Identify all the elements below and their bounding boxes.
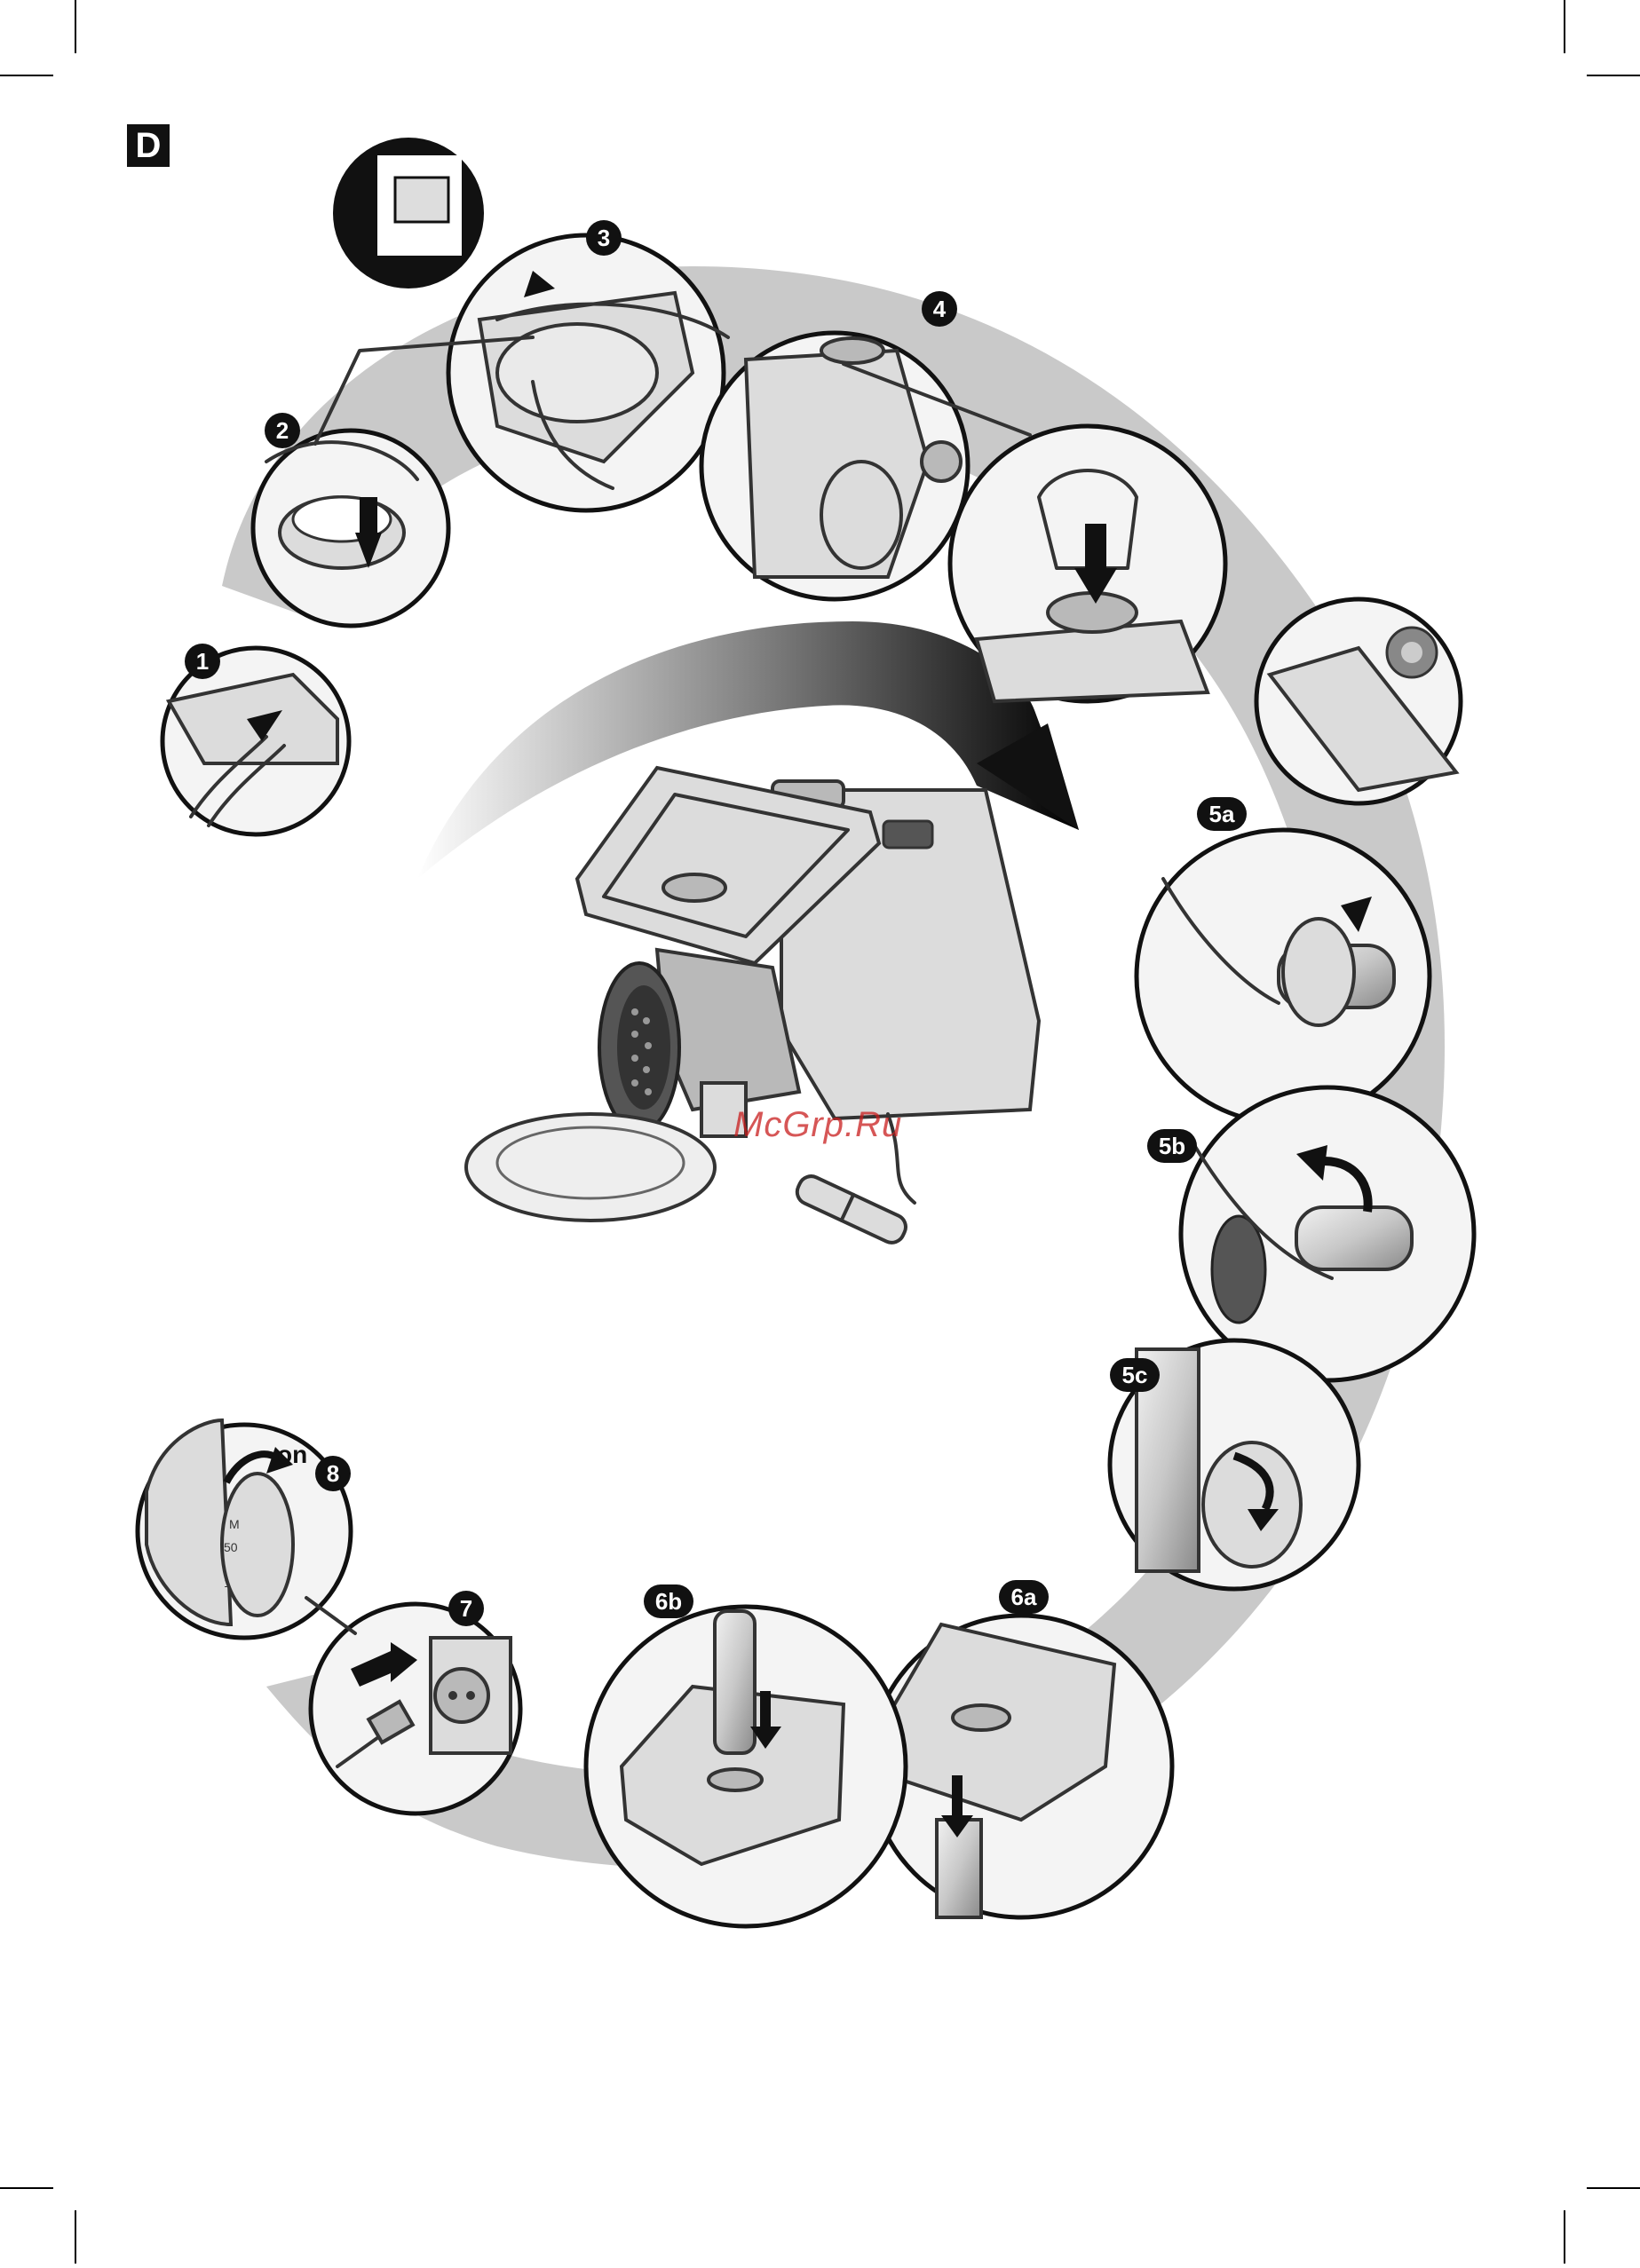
step-6b-illustration bbox=[586, 1607, 906, 1926]
step-badge-6b: 6b bbox=[644, 1584, 693, 1618]
step-badge-5a: 5a bbox=[1197, 797, 1247, 831]
dial-on-label: on bbox=[277, 1441, 307, 1468]
step-6a-illustration bbox=[870, 1616, 1172, 1917]
svg-text:6a: 6a bbox=[1011, 1584, 1037, 1610]
step-badge-1: 1 bbox=[185, 644, 220, 679]
svg-text:6b: 6b bbox=[655, 1588, 682, 1615]
svg-text:3: 3 bbox=[598, 225, 610, 251]
step-4-detail bbox=[950, 426, 1225, 701]
svg-text:4: 4 bbox=[933, 296, 947, 322]
svg-text:7: 7 bbox=[460, 1595, 472, 1622]
svg-text:1: 1 bbox=[196, 648, 209, 675]
step-2-illustration bbox=[253, 431, 448, 626]
dial-mark-m: M bbox=[229, 1517, 240, 1531]
meat-grinder bbox=[466, 768, 1039, 1246]
section-label: D bbox=[127, 124, 170, 167]
dial-mark-1: 1 bbox=[224, 1576, 231, 1590]
dial-mark-50: 50 bbox=[224, 1540, 238, 1554]
step-7-illustration bbox=[311, 1604, 520, 1814]
step-3-inset bbox=[333, 138, 484, 288]
step-badge-4: 4 bbox=[922, 291, 957, 327]
step-badge-8: 8 bbox=[315, 1456, 351, 1491]
svg-text:5c: 5c bbox=[1122, 1362, 1148, 1388]
step-4-illustration bbox=[701, 333, 968, 599]
step-3-illustration bbox=[448, 235, 728, 510]
step-badge-7: 7 bbox=[448, 1591, 484, 1626]
svg-text:5a: 5a bbox=[1209, 801, 1235, 827]
svg-text:8: 8 bbox=[327, 1460, 339, 1487]
step-5b-illustration bbox=[1181, 1087, 1474, 1380]
svg-text:2: 2 bbox=[276, 417, 289, 444]
step-badge-5c: 5c bbox=[1110, 1358, 1160, 1392]
step-badge-3: 3 bbox=[586, 220, 622, 256]
step-badge-5b: 5b bbox=[1147, 1129, 1197, 1163]
step-badge-2: 2 bbox=[265, 413, 300, 448]
step-1-illustration bbox=[162, 648, 349, 834]
watermark: McGrp.Ru bbox=[733, 1105, 902, 1145]
svg-text:5b: 5b bbox=[1159, 1133, 1185, 1159]
step-badge-6a: 6a bbox=[999, 1580, 1049, 1614]
connector-7-8 bbox=[306, 1598, 355, 1633]
